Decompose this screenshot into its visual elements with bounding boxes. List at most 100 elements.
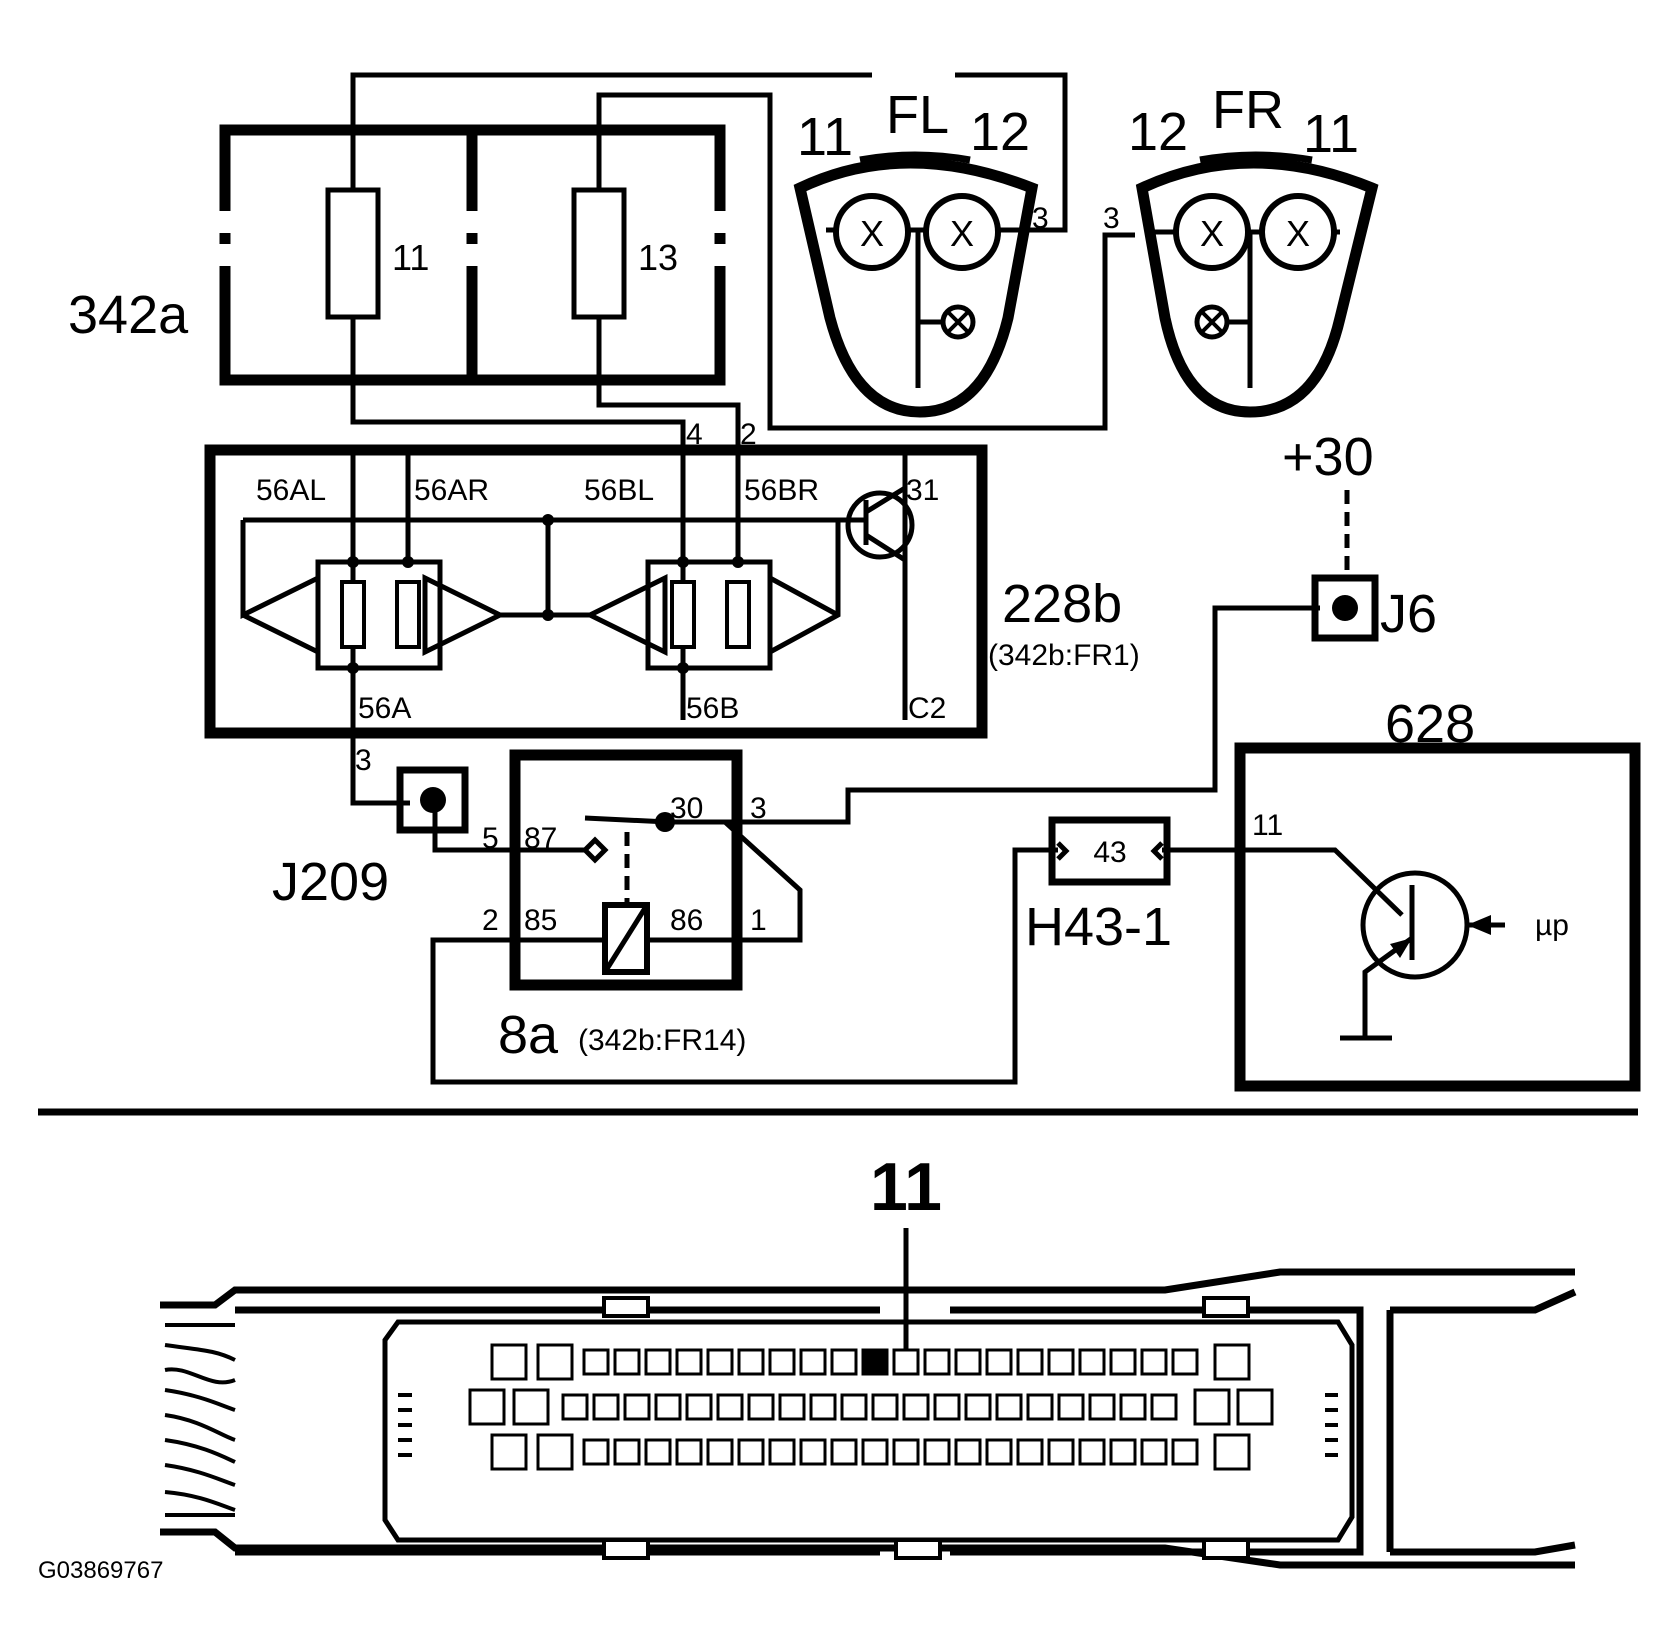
in-56B: 56B [686, 692, 739, 725]
terminal-85: 85 [524, 904, 557, 937]
supply-label: +30 [1282, 427, 1374, 487]
fl-bulb-right [923, 193, 1001, 271]
connector-pin [902, 1393, 930, 1421]
module-ref: (342b:FR1) [988, 639, 1140, 672]
pin-grid [468, 1343, 1274, 1471]
out-56BR: 56BR [744, 474, 819, 507]
connector-pin [1236, 1388, 1274, 1426]
pin-3: 3 [750, 792, 767, 825]
out-56BL: 56BL [584, 474, 654, 507]
connector-pin [716, 1393, 744, 1421]
connector-pin [861, 1438, 889, 1466]
pin-5: 5 [482, 822, 499, 855]
connector-pin [685, 1393, 713, 1421]
connector-pin [592, 1393, 620, 1421]
connector-pin [1213, 1343, 1251, 1381]
connector-pin [830, 1348, 858, 1376]
terminal-86: 86 [670, 904, 703, 937]
connector-pin [799, 1348, 827, 1376]
connector-pin [582, 1438, 610, 1466]
connector-pin [644, 1348, 672, 1376]
supply-j6: +30 J6 [1282, 427, 1437, 644]
connector-pin [1016, 1438, 1044, 1466]
connector-pin [1140, 1438, 1168, 1466]
fuse-11 [325, 187, 381, 320]
connector-pin [1057, 1393, 1085, 1421]
fr-pin-ground: 3 [1103, 202, 1120, 235]
h43-pin: 43 [1093, 836, 1126, 869]
connector-pin [830, 1438, 858, 1466]
relay-id: 8a [498, 1005, 559, 1065]
connector-pin [768, 1348, 796, 1376]
connector-pin [536, 1343, 574, 1381]
fuse-13 [571, 187, 627, 320]
fuse-box-342a: 11 13 342a [68, 124, 726, 386]
cable-bundle [164, 1323, 236, 1517]
connector-pin [799, 1438, 827, 1466]
fr-bulb-right [1259, 193, 1337, 271]
pin-2: 2 [482, 904, 499, 937]
connector-pin [840, 1393, 868, 1421]
module-228b: 228b (342b:FR1) 56AL 56AR 56BL 56BR 31 5… [204, 418, 1140, 739]
connector-pin [1150, 1393, 1178, 1421]
connector-pin [933, 1393, 961, 1421]
fl-pin-right: 12 [970, 102, 1030, 162]
fr-name: FR [1212, 80, 1284, 140]
connector-pin [964, 1393, 992, 1421]
fr-pin-left: 12 [1128, 102, 1188, 162]
connector-pin [892, 1348, 920, 1376]
relay-8a: 8a (342b:FR14) 87 30 85 86 5 3 2 1 [482, 749, 767, 1065]
connector-pin [1016, 1348, 1044, 1376]
transistor-icon [845, 490, 915, 560]
connector-pin [675, 1348, 703, 1376]
in-C2: C2 [908, 692, 946, 725]
fl-bulb-left-marker: X [860, 213, 884, 254]
connector-pin [747, 1393, 775, 1421]
terminal-87: 87 [524, 822, 557, 855]
out-56AR: 56AR [414, 474, 489, 507]
connector-pin [1047, 1348, 1075, 1376]
connector-pin [1088, 1393, 1116, 1421]
out-56AL: 56AL [256, 474, 326, 507]
connector-pin [892, 1438, 920, 1466]
control-module-628: 628 11 µp [1234, 694, 1641, 1092]
relay-ref: (342b:FR14) [578, 1024, 746, 1057]
lamp-fr: X X FR 12 11 3 [1103, 80, 1379, 418]
fl-bulb-left [833, 193, 911, 271]
top-pin-2: 2 [740, 418, 757, 451]
fl-name: FL [886, 85, 949, 145]
fl-pin-left: 11 [797, 107, 853, 167]
fl-pin-ground: 3 [1032, 202, 1049, 235]
connector-pin [613, 1348, 641, 1376]
h43-label: H43-1 [1025, 897, 1172, 957]
connector-pin [1109, 1438, 1137, 1466]
connector-pin [923, 1438, 951, 1466]
module-id: 228b [1002, 574, 1122, 634]
ground-31: 31 [906, 474, 939, 507]
connector-pin [1109, 1348, 1137, 1376]
connector-pin [1078, 1438, 1106, 1466]
j209-label: J209 [272, 852, 389, 912]
fr-bulb-right-marker: X [1286, 213, 1310, 254]
connector-pin [468, 1388, 506, 1426]
connector-pin [954, 1348, 982, 1376]
connector-pin [985, 1438, 1013, 1466]
connector-pin [737, 1348, 765, 1376]
connector-pin [582, 1348, 610, 1376]
connector-pin [768, 1438, 796, 1466]
fr-pin-right: 11 [1303, 104, 1359, 164]
connector-pin [706, 1348, 734, 1376]
module-628-pin: 11 [1252, 809, 1283, 842]
connector-pin [1171, 1348, 1199, 1376]
connector-pin [561, 1393, 589, 1421]
connector-pin [954, 1438, 982, 1466]
in-56A: 56A [358, 692, 411, 725]
terminal-30: 30 [670, 792, 703, 825]
connector-pin [1119, 1393, 1147, 1421]
connector-pin [1213, 1433, 1251, 1471]
top-pin-4: 4 [686, 418, 703, 451]
j209-pin: 3 [355, 744, 372, 777]
connector-pin [1171, 1438, 1199, 1466]
lamp-fl: X X FL 11 12 3 [793, 85, 1049, 418]
